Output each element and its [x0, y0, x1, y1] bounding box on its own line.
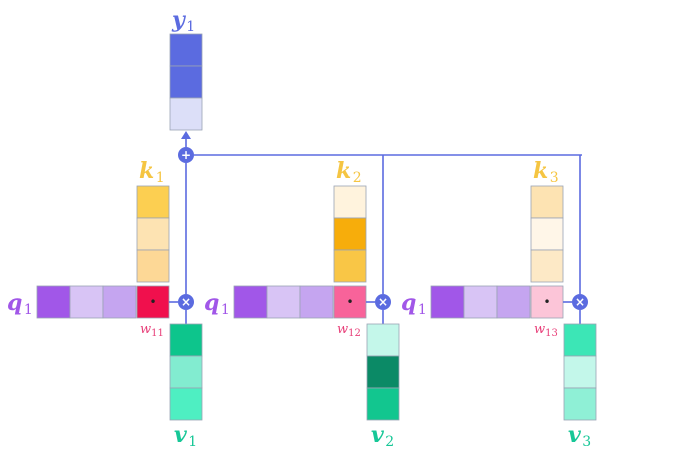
q-cell	[496, 285, 531, 319]
k-cell	[136, 185, 170, 219]
k-cell	[333, 217, 367, 251]
value-vector	[563, 323, 597, 421]
dot-product-symbol: •	[346, 295, 353, 309]
v-cell	[563, 355, 597, 389]
label-q: q 1	[401, 290, 427, 318]
dot-product-symbol: •	[149, 295, 156, 309]
y-cell	[169, 65, 203, 99]
q-cell	[233, 285, 268, 319]
y-cell	[169, 97, 203, 131]
q-cell	[69, 285, 104, 319]
query-vector	[430, 285, 531, 319]
k-cell	[530, 249, 564, 283]
label-y1: y 1	[171, 7, 195, 35]
v-cell	[366, 355, 400, 389]
q-cell	[299, 285, 334, 319]
dot-product-symbol: •	[543, 295, 550, 309]
value-vector	[366, 323, 400, 421]
query-vector	[233, 285, 334, 319]
k-cell	[333, 249, 367, 283]
value-vector	[169, 323, 203, 421]
label-v: v 3	[568, 422, 591, 450]
label-weight: w13	[534, 322, 558, 339]
weight-cell	[333, 285, 367, 319]
k-cell	[136, 217, 170, 251]
key-vector	[530, 185, 564, 283]
k-cell	[530, 217, 564, 251]
k-cell	[530, 185, 564, 219]
arrowhead-up	[181, 131, 191, 139]
k-cell	[333, 185, 367, 219]
label-k: k 2	[336, 158, 362, 186]
key-vector	[136, 185, 170, 283]
q-cell	[430, 285, 465, 319]
k-cell	[136, 249, 170, 283]
q-cell	[36, 285, 71, 319]
weight-cell	[530, 285, 564, 319]
label-q: q 1	[7, 290, 33, 318]
q-cell	[266, 285, 301, 319]
multiply-node: ×	[375, 294, 391, 310]
q-cell	[463, 285, 498, 319]
query-vector	[36, 285, 137, 319]
multiply-node: ×	[178, 294, 194, 310]
label-q: q 1	[204, 290, 230, 318]
label-k: k 3	[533, 158, 559, 186]
v-cell	[563, 387, 597, 421]
v-cell	[169, 323, 203, 357]
svg-text:×: ×	[575, 295, 585, 309]
multiply-node: ×	[572, 294, 588, 310]
v-cell	[169, 355, 203, 389]
v-cell	[366, 323, 400, 357]
label-v: v 2	[371, 422, 394, 450]
v-cell	[366, 387, 400, 421]
svg-text:×: ×	[378, 295, 388, 309]
label-k: k 1	[139, 158, 165, 186]
output-y-vector	[169, 33, 203, 131]
label-v: v 1	[174, 422, 197, 450]
key-vector	[333, 185, 367, 283]
sum-node: +	[178, 147, 194, 163]
label-weight: w11	[140, 322, 164, 339]
svg-text:+: +	[181, 148, 191, 162]
svg-text:×: ×	[181, 295, 191, 309]
y-cell	[169, 33, 203, 67]
v-cell	[563, 323, 597, 357]
v-cell	[169, 387, 203, 421]
label-weight: w12	[337, 322, 361, 339]
q-cell	[102, 285, 137, 319]
